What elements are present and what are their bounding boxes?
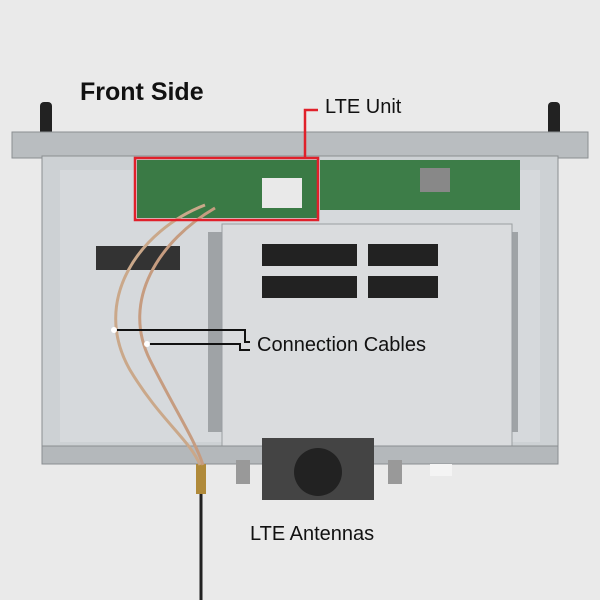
fan-blades [294, 448, 342, 496]
psu-vents [262, 244, 438, 298]
connector [388, 460, 402, 484]
antenna-connector [196, 464, 206, 494]
connection-cable [114, 203, 206, 466]
ribbon-cable [262, 178, 302, 208]
connection-cables-label: Connection Cables [257, 334, 426, 356]
card-slot [420, 168, 450, 192]
lte-unit-highlight-box [133, 156, 320, 222]
port [430, 464, 452, 476]
lte-unit-pointer [303, 108, 318, 158]
connection-cable [138, 206, 216, 466]
cable-pointer-1 [114, 329, 250, 343]
pointer-dot [111, 327, 117, 333]
front-panel [11, 131, 589, 159]
connector [236, 460, 250, 484]
pointer-dot [144, 341, 150, 347]
front-side-title: Front Side [80, 78, 204, 106]
lte-antennas-label: LTE Antennas [250, 523, 375, 545]
cable-pointer-2 [147, 343, 250, 351]
lte-unit-label: LTE Unit [325, 96, 402, 118]
